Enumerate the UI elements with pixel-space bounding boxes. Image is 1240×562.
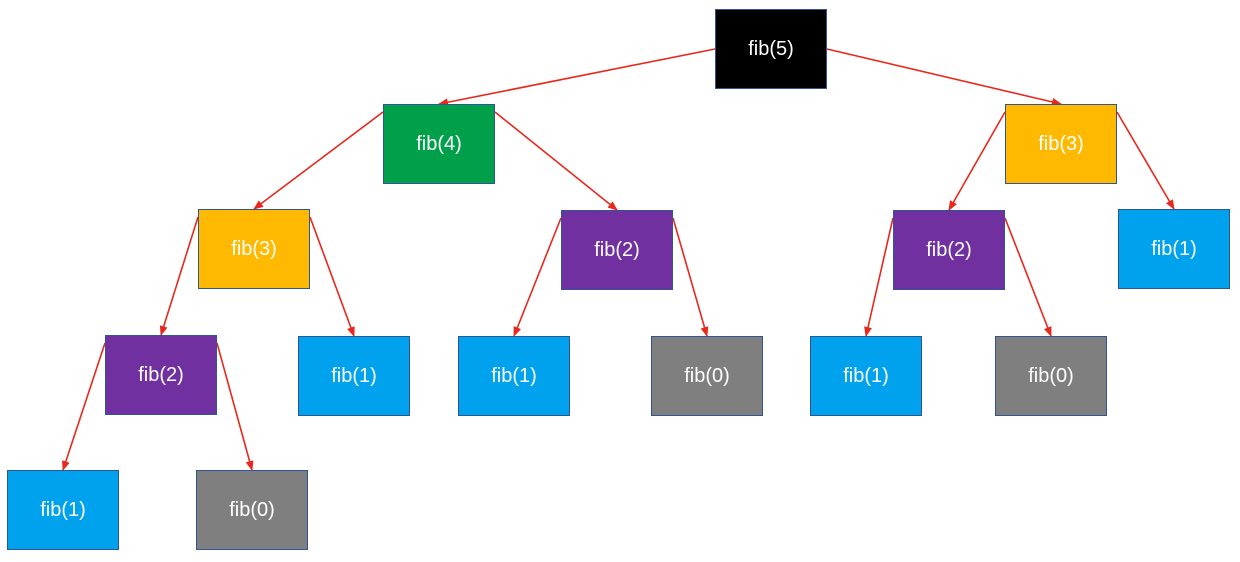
node-fib-5: fib(5) (715, 9, 827, 89)
node-label: fib(0) (684, 364, 730, 387)
node-fib-2-left: fib(2) (105, 335, 217, 415)
node-label: fib(0) (1028, 364, 1074, 387)
node-label: fib(3) (231, 237, 277, 260)
edge-arrow-n2m-to-n1b (513, 217, 562, 337)
node-label: fib(2) (926, 238, 972, 261)
node-label: fib(5) (748, 37, 794, 60)
node-label: fib(1) (331, 364, 377, 387)
edge-arrow-n3l-to-n1a (309, 216, 355, 337)
node-label: fib(4) (416, 132, 462, 155)
node-label: fib(0) (229, 498, 275, 521)
edge-arrow-n2m-to-n0a (672, 217, 709, 337)
node-label: fib(3) (1038, 132, 1084, 155)
node-fib-2-middle: fib(2) (561, 210, 673, 290)
node-fib-3-right: fib(3) (1005, 104, 1117, 184)
edge-arrow-n2l-to-n0c (216, 342, 254, 471)
edge-arrow-n2l-to-n1d (62, 342, 106, 471)
node-fib-1-far-right: fib(1) (1118, 209, 1230, 289)
node-label: fib(1) (40, 498, 86, 521)
edge-arrow-n5-to-n4 (438, 48, 716, 107)
edge-arrow-n3r-to-n2r (948, 111, 1006, 211)
node-fib-0: fib(0) (196, 470, 308, 550)
node-fib-1: fib(1) (7, 470, 119, 550)
node-label: fib(1) (843, 364, 889, 387)
node-fib-0: fib(0) (651, 336, 763, 416)
edge-arrow-n3r-to-n1rr (1116, 111, 1175, 210)
node-fib-1: fib(1) (298, 336, 410, 416)
node-label: fib(1) (1151, 237, 1197, 260)
edge-arrow-n4-to-n2m (494, 111, 618, 211)
node-label: fib(2) (594, 238, 640, 261)
node-fib-2-right: fib(2) (893, 210, 1005, 290)
node-fib-1: fib(1) (810, 336, 922, 416)
edge-arrow-n5-to-n3r (826, 48, 1062, 106)
node-fib-0: fib(0) (995, 336, 1107, 416)
edge-arrow-n3l-to-n2l (159, 216, 199, 336)
node-fib-4: fib(4) (383, 104, 495, 184)
node-label: fib(1) (491, 364, 537, 387)
node-fib-1: fib(1) (458, 336, 570, 416)
edge-arrow-n2r-to-n0b (1004, 217, 1052, 337)
node-label: fib(2) (138, 363, 184, 386)
node-fib-3-left: fib(3) (198, 209, 310, 289)
edge-arrow-n2r-to-n1c (864, 217, 894, 337)
edge-arrow-n4-to-n3l (253, 111, 384, 210)
